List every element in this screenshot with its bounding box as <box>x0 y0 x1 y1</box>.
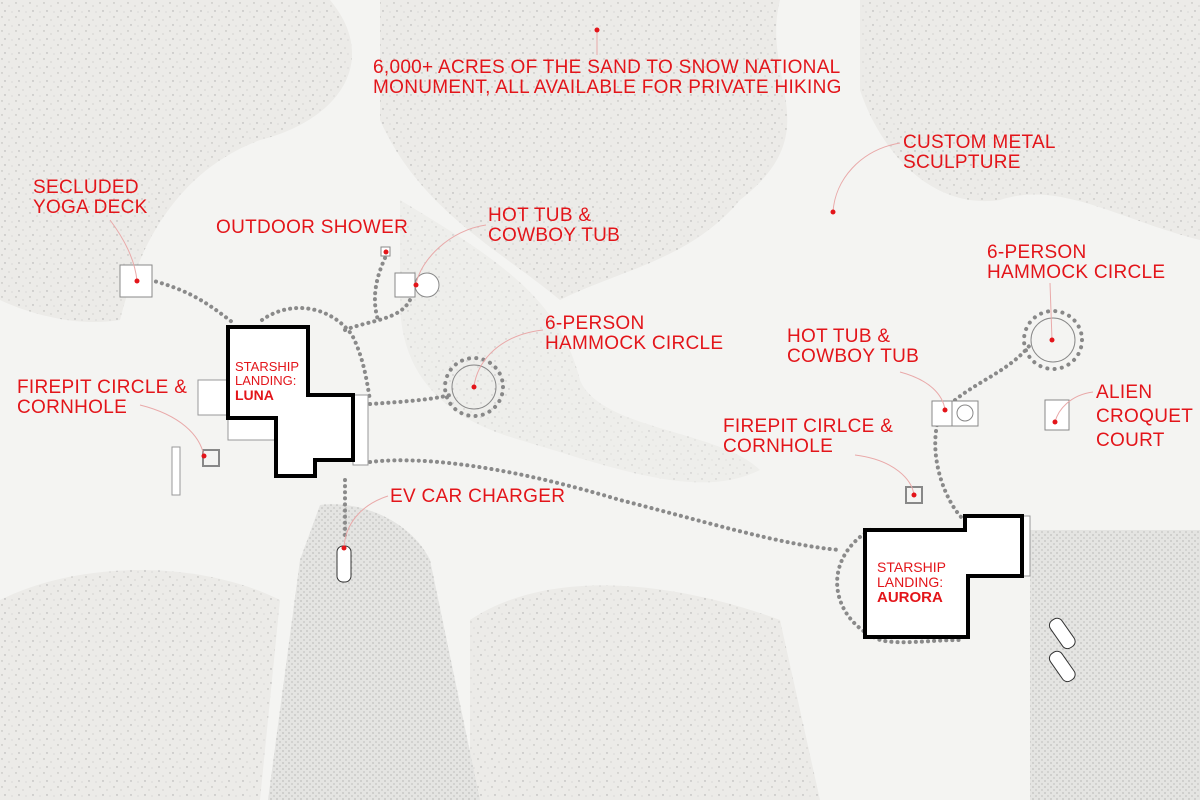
label-line: FIREPIT CIRLCE & <box>723 416 894 437</box>
label-hammock-luna: 6-PERSON HAMMOCK CIRCLE <box>545 314 723 354</box>
building-line: LANDING: <box>877 574 944 590</box>
label-hot-tub-luna: HOT TUB & COWBOY TUB <box>488 206 620 246</box>
label-line: 6-PERSON <box>987 242 1087 263</box>
parked-car <box>1048 650 1076 683</box>
building-label-luna: STARSHIP LANDING: LUNA <box>235 359 300 403</box>
building-label-aurora: STARSHIP LANDING: AURORA <box>877 559 946 606</box>
building-name: AURORA <box>877 589 943 606</box>
terrain-area <box>860 0 1200 240</box>
leader-lines <box>109 30 1094 549</box>
cornhole-luna <box>171 446 181 496</box>
label-line: EV CAR CHARGER <box>390 486 566 507</box>
building-line: STARSHIP <box>235 359 300 374</box>
label-outdoor-shower: OUTDOOR SHOWER <box>216 218 408 238</box>
label-line: MONUMENT, ALL AVAILABLE FOR PRIVATE HIKI… <box>373 77 842 98</box>
parked-car <box>1048 617 1076 650</box>
label-line: OUTDOOR SHOWER <box>216 217 409 238</box>
hammock-circle-aurora <box>1022 309 1084 371</box>
driveway-luna <box>268 504 480 800</box>
label-line: COURT <box>1096 430 1165 451</box>
label-line: ALIEN <box>1096 382 1153 403</box>
label-line: CORNHOLE <box>17 397 128 418</box>
label-firepit-luna: FIREPIT CIRCLE & CORNHOLE <box>17 378 187 418</box>
label-line: CORNHOLE <box>723 436 834 457</box>
building-line: LANDING: <box>235 373 297 388</box>
building-aurora <box>863 514 1024 639</box>
label-line: CROQUET <box>1096 406 1194 427</box>
label-croquet: ALIEN CROQUET COURT <box>1096 381 1193 453</box>
label-line: HOT TUB & <box>787 326 891 347</box>
label-line: SECLUDED <box>33 177 139 198</box>
label-line: 6-PERSON <box>545 313 645 334</box>
hot-tub-aurora <box>931 400 979 427</box>
label-line: HAMMOCK CIRCLE <box>545 333 724 354</box>
label-line: 6,000+ ACRES OF THE SAND TO SNOW NATIONA… <box>373 57 841 78</box>
hammock-circle-luna <box>443 356 505 418</box>
label-line: HAMMOCK CIRCLE <box>987 262 1166 283</box>
label-line: HOT TUB & <box>488 205 592 226</box>
label-hammock-aurora: 6-PERSON HAMMOCK CIRCLE <box>987 243 1165 283</box>
firepit-aurora <box>905 486 923 504</box>
label-firepit-aurora: FIREPIT CIRLCE & CORNHOLE <box>723 417 893 457</box>
terrain-area <box>470 585 820 800</box>
terrain-area <box>380 0 788 300</box>
label-line: COWBOY TUB <box>787 346 920 367</box>
terrain-area <box>0 0 353 323</box>
label-line: SCULPTURE <box>903 152 1021 173</box>
label-line: FIREPIT CIRCLE & <box>17 377 188 398</box>
building-line: STARSHIP <box>877 559 946 575</box>
label-line: CUSTOM METAL <box>903 132 1056 153</box>
label-monument: 6,000+ ACRES OF THE SAND TO SNOW NATIONA… <box>373 58 842 98</box>
terrain-area <box>0 570 280 800</box>
label-yoga-deck: SECLUDED YOGA DECK <box>33 178 148 218</box>
label-sculpture: CUSTOM METAL SCULPTURE <box>903 133 1056 173</box>
label-hot-tub-aurora: HOT TUB & COWBOY TUB <box>787 327 919 367</box>
label-line: YOGA DECK <box>33 197 148 218</box>
label-line: COWBOY TUB <box>488 225 621 246</box>
label-ev-charger: EV CAR CHARGER <box>390 487 565 507</box>
marker-dots <box>134 27 1058 551</box>
hot-tub-luna <box>394 272 416 298</box>
ev-car <box>336 545 352 583</box>
building-name: LUNA <box>235 387 274 403</box>
building-luna <box>226 325 355 478</box>
